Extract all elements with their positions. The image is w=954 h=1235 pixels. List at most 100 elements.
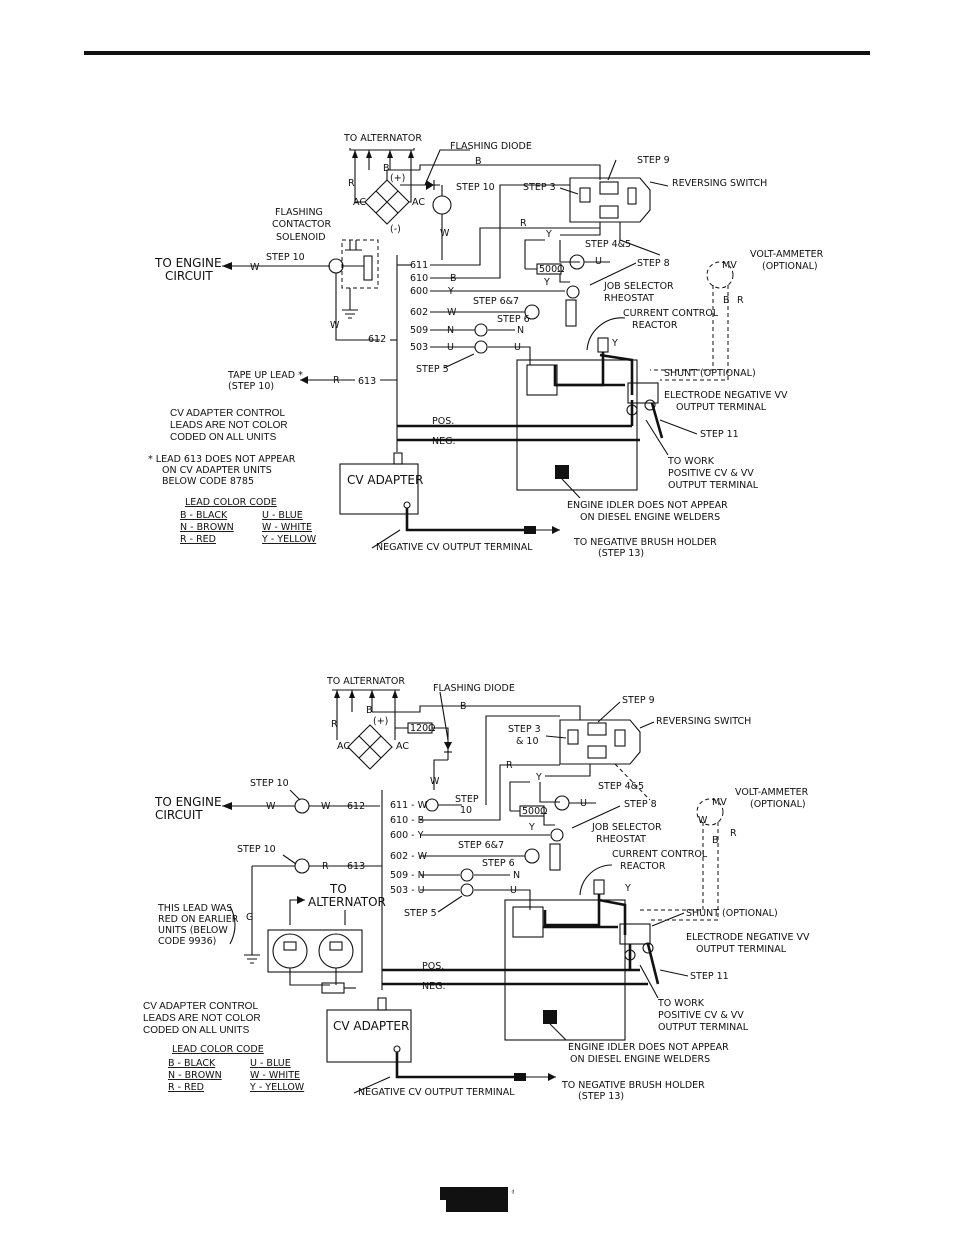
bot-earlier-2: RED ON EARLIER xyxy=(158,914,239,925)
top-negative-cv: NEGATIVE CV OUTPUT TERMINAL xyxy=(376,542,533,553)
bot-lead-610: 610 - B xyxy=(390,815,424,826)
top-to-engine: TO ENGINE xyxy=(154,256,222,270)
top-509-n: N xyxy=(447,325,454,336)
top-code-u: U - BLUE xyxy=(262,510,303,521)
top-optional: (OPTIONAL) xyxy=(762,261,818,272)
lincoln-electric-logo: LINCOLN ® ELECTRIC xyxy=(440,1187,514,1213)
bot-shunt: SHUNT (OPTIONAL) xyxy=(686,908,778,919)
bot-step10b: STEP 10 xyxy=(237,844,276,855)
top-613-note-1: * LEAD 613 DOES NOT APPEAR xyxy=(148,454,296,465)
logo-electric: ELECTRIC xyxy=(453,1203,501,1213)
top-step8: STEP 8 xyxy=(637,258,670,269)
top-to-work-2: POSITIVE CV & VV xyxy=(668,468,754,479)
top-code-r: R - RED xyxy=(180,534,216,545)
bot-code-u: U - BLUE xyxy=(250,1058,291,1069)
bot-to-engine: TO ENGINE xyxy=(154,795,222,809)
bot-lead-613: 613 xyxy=(347,861,365,872)
top-n-right: N xyxy=(517,325,524,336)
top-lead-503: 503 xyxy=(410,342,428,353)
bot-w-diode: W xyxy=(430,776,440,787)
bot-n-right: N xyxy=(513,870,520,881)
top-engine-idler-1: ENGINE IDLER DOES NOT APPEAR xyxy=(567,500,728,511)
top-step5: STEP 5 xyxy=(416,364,449,375)
top-y-lower: Y xyxy=(543,277,550,288)
bot-earlier-3: UNITS (BELOW xyxy=(158,925,228,936)
top-tape-up: TAPE UP LEAD * xyxy=(227,370,303,381)
top-step10b: STEP 10 xyxy=(266,252,305,263)
bot-neg: NEG. xyxy=(422,981,446,992)
top-flashing-diode: FLASHING DIODE xyxy=(450,141,532,152)
top-step3: STEP 3 xyxy=(523,182,556,193)
top-613-note-3: BELOW CODE 8785 xyxy=(162,476,254,487)
bot-lead-503: 503 - U xyxy=(390,885,425,896)
bottom-wiring-diagram: TO ALTERNATOR R B (+) AC AC 120Ω FLASHIN… xyxy=(143,676,810,1102)
bot-resistor-120: 120Ω xyxy=(410,723,435,734)
bot-b: B xyxy=(366,705,373,716)
bot-step3: STEP 3 xyxy=(508,724,541,735)
logo-registered: ® xyxy=(511,1189,514,1196)
top-circuit: CIRCUIT xyxy=(165,269,213,283)
bot-cv-note-1: CV ADAPTER CONTROL xyxy=(143,1001,258,1012)
top-step6: STEP 6 xyxy=(497,314,530,325)
bot-to-alt-2: ALTERNATOR xyxy=(308,895,386,909)
header-rule xyxy=(84,51,870,55)
bot-step-c: STEP xyxy=(455,794,479,805)
bot-code-y: Y - YELLOW xyxy=(249,1082,305,1093)
top-to-neg-brush: TO NEGATIVE BRUSH HOLDER xyxy=(573,537,717,548)
top-output-terminal: OUTPUT TERMINAL xyxy=(676,402,767,413)
logo-lincoln: LINCOLN xyxy=(448,1189,500,1201)
bot-b-top: B xyxy=(460,701,467,712)
bot-lead-611: 611 - W xyxy=(390,800,428,811)
bot-mv: MV xyxy=(712,797,727,808)
bot-step67: STEP 6&7 xyxy=(458,840,504,851)
top-610-b: B xyxy=(450,273,457,284)
top-602-w: W xyxy=(447,307,457,318)
bot-code-n: N - BROWN xyxy=(168,1070,222,1081)
top-flashing-label: FLASHING xyxy=(275,207,323,218)
bot-volt-ammeter: VOLT-AMMETER xyxy=(735,787,809,798)
top-minus-label: (-) xyxy=(390,224,401,235)
bot-lead-612: 612 xyxy=(347,801,365,812)
top-lead-610: 610 xyxy=(410,273,428,284)
top-rs-r: R xyxy=(520,218,527,229)
bot-va-w: W xyxy=(698,815,708,826)
top-613-note-2: ON CV ADAPTER UNITS xyxy=(162,465,272,476)
top-to-work-3: OUTPUT TERMINAL xyxy=(668,480,759,491)
bot-to-alternator: TO ALTERNATOR xyxy=(326,676,405,687)
bot-r: R xyxy=(331,719,338,730)
bot-rheostat: RHEOSTAT xyxy=(596,834,646,845)
bot-r-613: R xyxy=(322,861,329,872)
top-wiring-diagram: TO ALTERNATOR R B (+) (-) AC AC FLASHING… xyxy=(148,133,824,559)
bot-reversing-switch: REVERSING SWITCH xyxy=(656,716,751,727)
top-u-right: U xyxy=(514,342,521,353)
bot-g: G xyxy=(246,912,253,923)
bot-va-r: R xyxy=(730,828,737,839)
bot-current-control: CURRENT CONTROL xyxy=(612,849,708,860)
bot-lead-602: 602 - W xyxy=(390,851,428,862)
top-rs-u: U xyxy=(595,256,602,267)
top-ac-right: AC xyxy=(412,197,425,208)
top-cv-note-2: LEADS ARE NOT COLOR xyxy=(170,420,288,431)
top-cv-adapter: CV ADAPTER xyxy=(347,473,423,487)
bot-step13: (STEP 13) xyxy=(578,1091,624,1102)
bot-ac-left: AC xyxy=(337,741,350,752)
bot-va-b: B xyxy=(712,835,719,846)
top-step67: STEP 6&7 xyxy=(473,296,519,307)
top-wire-w: W xyxy=(440,228,450,239)
bot-flashing-diode: FLASHING DIODE xyxy=(433,683,515,694)
bot-to-neg-brush: TO NEGATIVE BRUSH HOLDER xyxy=(561,1080,705,1091)
top-step45: STEP 4&5 xyxy=(585,239,631,250)
bot-cv-note-3: CODED ON ALL UNITS xyxy=(143,1025,250,1036)
bot-engine-idler-1: ENGINE IDLER DOES NOT APPEAR xyxy=(568,1042,729,1053)
bot-circuit: CIRCUIT xyxy=(155,808,203,822)
bot-code-b: B - BLACK xyxy=(168,1058,216,1069)
top-volt-ammeter: VOLT-AMMETER xyxy=(750,249,824,260)
top-lead-611: 611 xyxy=(410,260,428,271)
bot-negative-cv: NEGATIVE CV OUTPUT TERMINAL xyxy=(358,1087,515,1098)
top-step10-label: STEP 10 xyxy=(456,182,495,193)
top-y-shunt: Y xyxy=(611,338,618,349)
top-503-u: U xyxy=(447,342,454,353)
bot-output-terminal: OUTPUT TERMINAL xyxy=(696,944,787,955)
bot-earlier-4: CODE 9936) xyxy=(158,936,216,947)
top-to-alternator: TO ALTERNATOR xyxy=(343,133,422,144)
